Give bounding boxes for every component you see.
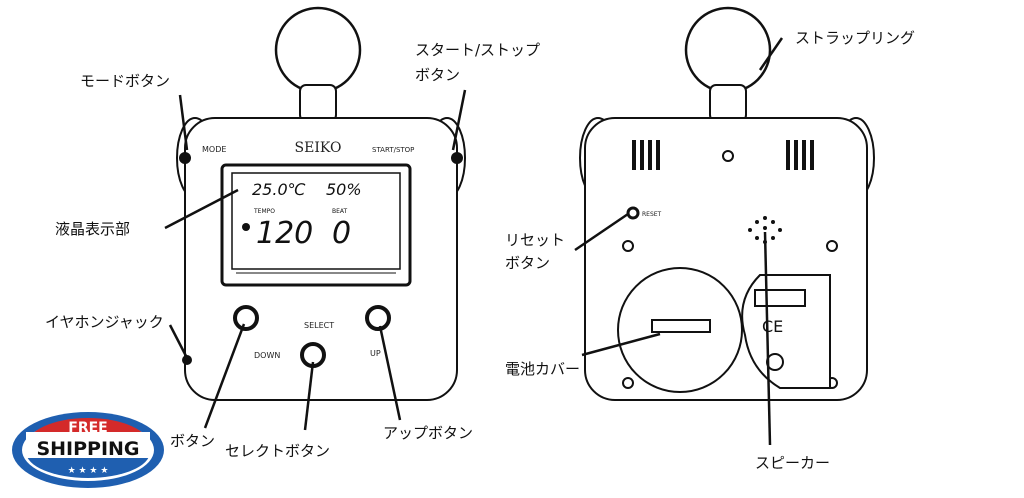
up-text: UP xyxy=(370,349,381,358)
brand-logo: SEIKO xyxy=(295,140,342,156)
earphone-jack xyxy=(182,355,192,365)
label-mode-button: モードボタン xyxy=(80,72,170,90)
lcd-tempo-label: TEMPO xyxy=(253,208,275,215)
label-battery-cover: 電池カバー xyxy=(505,360,580,378)
down-button xyxy=(233,305,259,331)
label-start-stop-1: スタート/ストップ xyxy=(415,41,540,59)
lcd-screen xyxy=(231,172,401,270)
label-select-button: セレクトボタン xyxy=(225,442,330,460)
strap-ring xyxy=(274,6,362,94)
free-shipping-badge: FREE SHIPPING ★ ★ ★ ★ xyxy=(12,412,164,488)
down-text: DOWN xyxy=(254,351,280,360)
lcd-tempo: 120 xyxy=(256,216,313,251)
label-reset-2: ボタン xyxy=(505,254,550,272)
lcd-humidity: 50% xyxy=(326,180,362,199)
badge-free: FREE xyxy=(68,420,107,436)
mode-text: MODE xyxy=(202,145,226,154)
label-up-button: アップボタン xyxy=(383,424,473,442)
lcd-temperature: 25.0℃ xyxy=(252,180,306,199)
lcd-beat-label: BEAT xyxy=(332,208,348,215)
reset-button xyxy=(626,206,640,220)
label-start-stop-2: ボタン xyxy=(415,66,460,84)
label-reset-1: リセット xyxy=(505,231,565,249)
label-down-button: ボタン xyxy=(170,432,215,450)
ring-mount xyxy=(299,84,337,122)
back-view: RESET CE xyxy=(579,6,875,401)
label-speaker: スピーカー xyxy=(755,454,830,472)
mode-button xyxy=(179,152,191,164)
start-stop-text: START/STOP xyxy=(372,146,414,154)
label-earphone-jack: イヤホンジャック xyxy=(45,313,164,331)
reset-text: RESET xyxy=(642,211,662,218)
label-lcd: 液晶表示部 xyxy=(55,220,130,238)
start-stop-button xyxy=(451,152,463,164)
svg-text:CE: CE xyxy=(762,317,783,336)
select-text: SELECT xyxy=(304,321,334,330)
up-button xyxy=(365,305,391,331)
front-view: MODE SEIKO START/STOP 25.0℃ 50% TEMPO BE… xyxy=(164,6,467,431)
label-strap-ring: ストラップリング xyxy=(795,29,915,47)
badge-stars: ★ ★ ★ ★ xyxy=(68,466,109,476)
badge-shipping: SHIPPING xyxy=(36,438,139,460)
lcd-beat: 0 xyxy=(332,216,351,251)
